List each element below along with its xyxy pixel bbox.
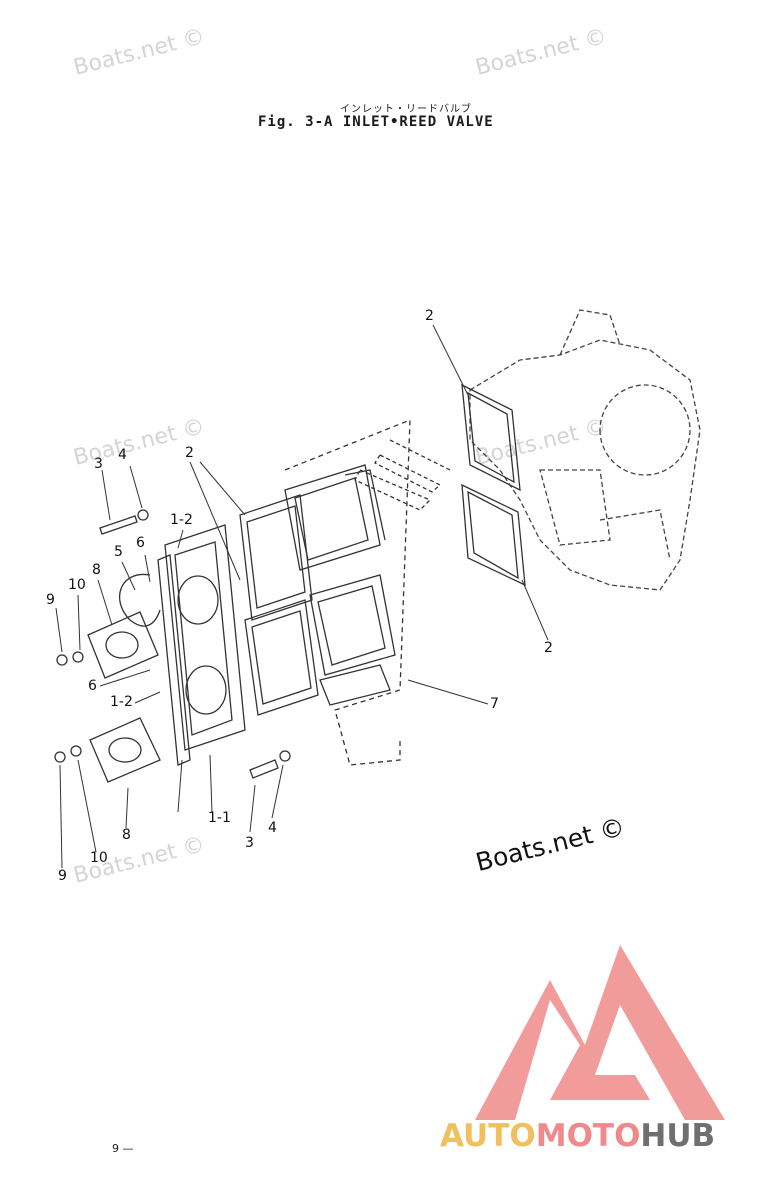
brand-part-hub: HUB <box>640 1118 716 1154</box>
brand-wordmark: AUTOMOTOHUB <box>440 1118 715 1154</box>
callout-4-bottom: 4 <box>268 820 277 836</box>
hose <box>119 573 161 627</box>
callout-6-top: 6 <box>136 535 145 551</box>
washer <box>72 651 84 663</box>
gasket-top-right <box>461 383 521 492</box>
callout-5: 5 <box>114 544 123 560</box>
automotohub-logo-icon <box>475 945 725 1120</box>
callout-8-bottom: 8 <box>122 827 131 843</box>
washer <box>70 745 82 757</box>
callout-8-top: 8 <box>92 562 101 578</box>
engine-crankcase <box>469 309 701 591</box>
bolt-top <box>99 509 149 535</box>
callout-2-left: 2 <box>185 445 194 461</box>
reed-valve-lower <box>309 574 396 706</box>
flange-gasket-lower <box>89 717 161 783</box>
callout-3-bottom: 3 <box>245 835 254 851</box>
figure-title: Fig. 3-A INLET•REED VALVE <box>258 114 494 130</box>
callout-3-top: 3 <box>94 456 103 472</box>
intake-manifold <box>157 524 246 766</box>
nut <box>56 654 68 666</box>
bolt-bottom <box>249 750 291 779</box>
nut <box>54 751 66 763</box>
figure-title-japanese: インレット・リードバルブ <box>340 104 472 115</box>
reed-valve-upper <box>284 464 386 571</box>
callout-1-2-top: 1-2 <box>170 512 193 528</box>
callout-1-2-bottom: 1-2 <box>110 694 133 710</box>
gasket-lower-left <box>244 599 319 716</box>
callout-2-top: 2 <box>425 308 434 324</box>
callout-9-top: 9 <box>46 592 55 608</box>
callout-6-bottom: 6 <box>88 678 97 694</box>
callout-2-right: 2 <box>544 640 553 656</box>
assembly-bracket <box>284 419 411 766</box>
gasket-upper-left <box>239 494 313 621</box>
gasket-lower-right <box>461 483 526 587</box>
brand-part-moto: MOTO <box>535 1118 641 1154</box>
callout-10-bottom: 10 <box>90 850 108 866</box>
flange-gasket-upper <box>87 611 159 679</box>
callout-10-top: 10 <box>68 577 86 593</box>
callout-1-1: 1-1 <box>208 810 231 826</box>
callout-9-bottom: 9 <box>58 868 67 884</box>
reed-petals <box>354 439 451 511</box>
page-number: 9 — <box>112 1142 134 1155</box>
brand-part-auto: AUTO <box>440 1118 536 1154</box>
callout-7: 7 <box>490 696 499 712</box>
callout-4-top: 4 <box>118 447 127 463</box>
